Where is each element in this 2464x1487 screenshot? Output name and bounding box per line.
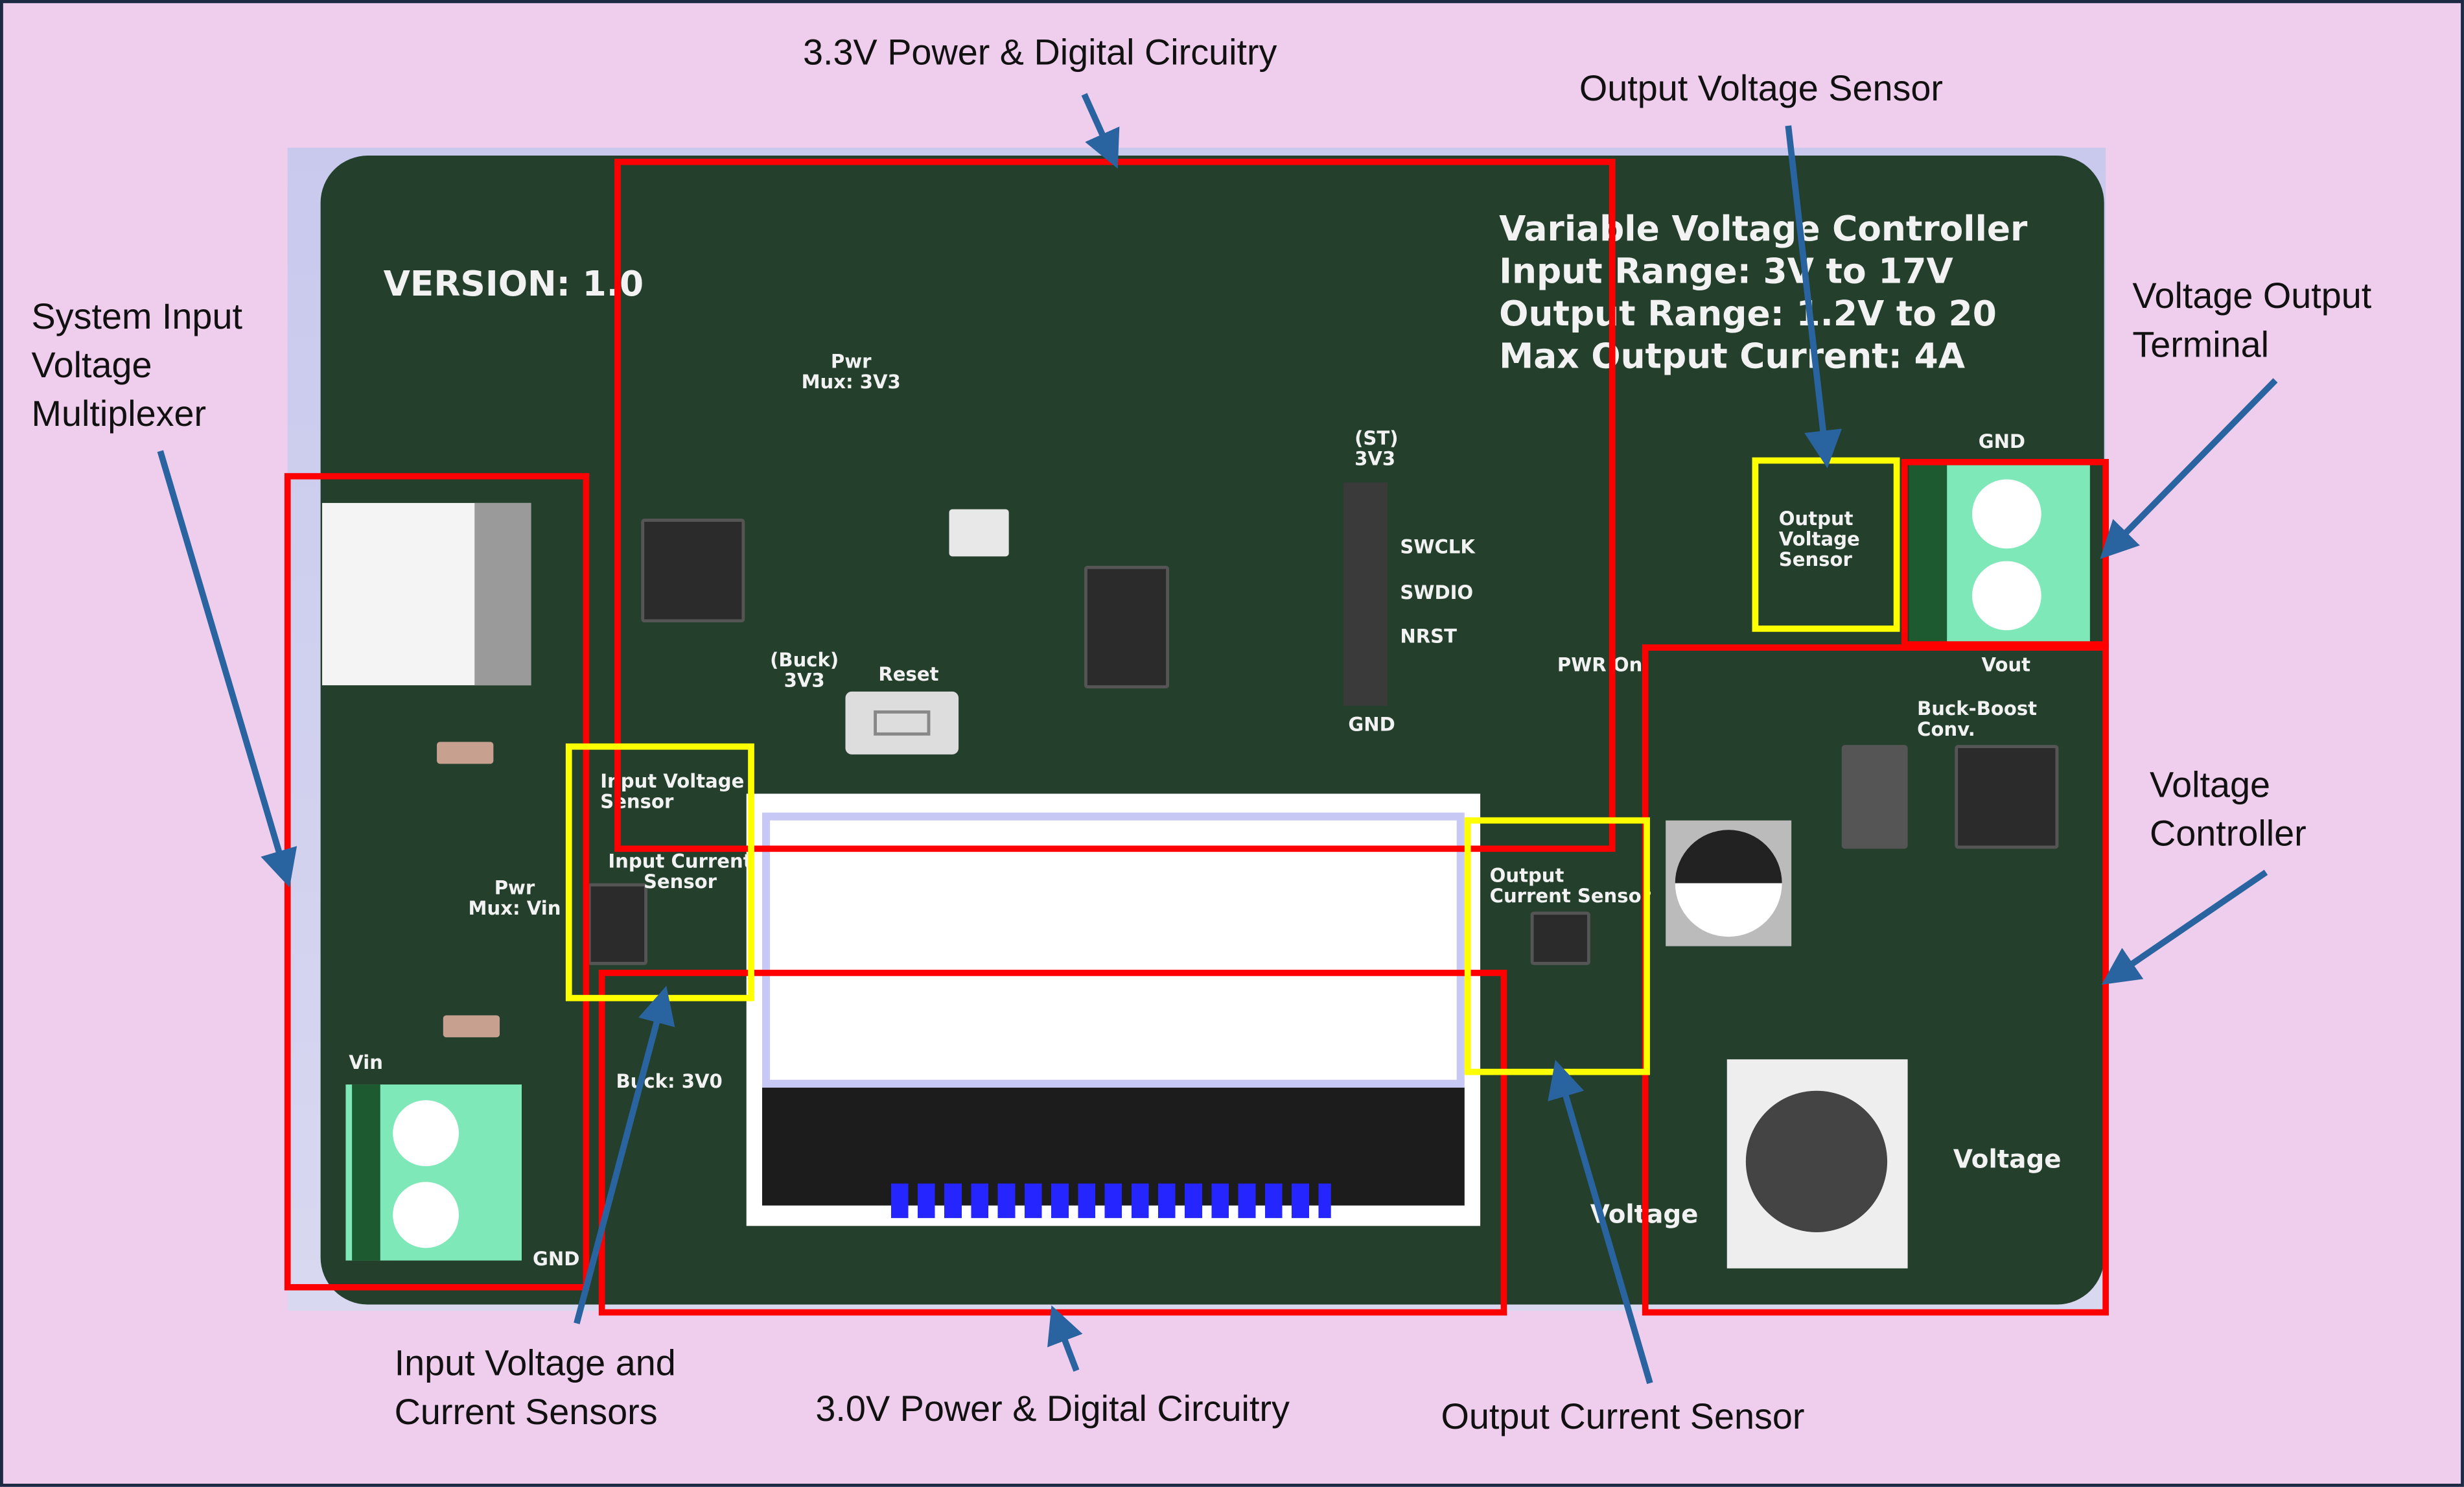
output-terminal [1909,463,2090,645]
microcontroller-chip [1084,565,1169,689]
silk-voltage-down: Voltage [1953,1144,2062,1175]
silk-buck-3v3: (Buck) 3V3 [770,649,839,692]
usb-connector [322,502,531,686]
arrow-input-sensors [574,985,675,1324]
input-terminal [345,1084,522,1261]
reset-button [845,691,959,755]
silk-input-current-sensor: Input Current Sensor [608,850,752,893]
silk-buck-boost: Buck-Boost Conv. [1917,697,2038,741]
arrow-output-voltage-sensor [1785,125,1842,469]
silk-vout: Vout [1981,653,2031,676]
capacitor [443,1015,500,1038]
silk-pwr-on: PWR On [1557,653,1643,676]
silk-pwr-mux-3v3: Pwr Mux: 3V3 [801,350,901,393]
crystal [949,509,1009,557]
silk-reset: Reset [878,663,939,686]
board-title-block: Variable Voltage Controller Input Range:… [1499,209,2027,379]
arrow-voltage-output-terminal [2100,378,2278,559]
inductor-3v3 [641,519,745,623]
arrow-voltage-controller [2101,869,2268,985]
electrolytic-capacitor [1666,820,1792,946]
silk-swdio: SWDIO [1400,581,1474,604]
label-voltage-controller: Voltage Controller [2149,764,2307,854]
silk-gnd-in: GND [532,1248,580,1270]
capacitor [437,742,494,764]
potentiometer [1726,1059,1908,1269]
lcd-display [746,793,1481,1226]
silk-nrst: NRST [1400,626,1457,648]
buck-boost-inductor [1955,745,2059,849]
label-voltage-output-terminal: Voltage Output Terminal [2132,275,2372,365]
silk-vin: Vin [349,1051,383,1074]
label-system-input-mux: System Input Voltage Multiplexer [31,295,242,434]
silk-gnd-header: GND [1348,713,1395,736]
max-current: Max Output Current: 4A [1499,338,1965,377]
board-title: Variable Voltage Controller [1499,210,2028,250]
arrow-output-current-sensor [1548,1060,1653,1385]
output-current-sense-ic [1530,911,1590,965]
swd-header [1343,482,1388,706]
silk-pwr-mux-vin: Pwr Mux: Vin [468,876,561,920]
label-output-voltage-sensor: Output Voltage Sensor [1579,67,1943,109]
label-3v0-power: 3.0V Power & Digital Circuitry [815,1388,1290,1429]
label-3v3-power: 3.3V Power & Digital Circuitry [803,31,1277,73]
arrow-3v3 [1081,93,1120,169]
version-label: VERSION: 1.0 [383,265,644,305]
arrow-system-input [157,450,297,888]
silk-gnd-out: GND [1978,430,2026,453]
annotation-arrows [157,93,2278,1385]
silk-buck-3v0: Buck: 3V0 [616,1070,723,1093]
silk-st-3v3: (ST) 3V3 [1354,427,1399,470]
buck-boost-ic [1841,745,1908,849]
silk-output-voltage-sensor: Output Voltage Sensor [1778,508,1860,571]
input-current-shunt [587,883,647,965]
label-output-current-sensor: Output Current Sensor [1441,1396,1805,1437]
label-input-sensors: Input Voltage and Current Sensors [394,1342,676,1432]
arrow-3v0 [1047,1305,1083,1372]
silk-input-voltage-sensor: Input Voltage Sensor [600,770,745,813]
silk-output-current-sensor: Output Current Sensor [1489,864,1651,907]
silk-swclk: SWCLK [1400,535,1475,558]
